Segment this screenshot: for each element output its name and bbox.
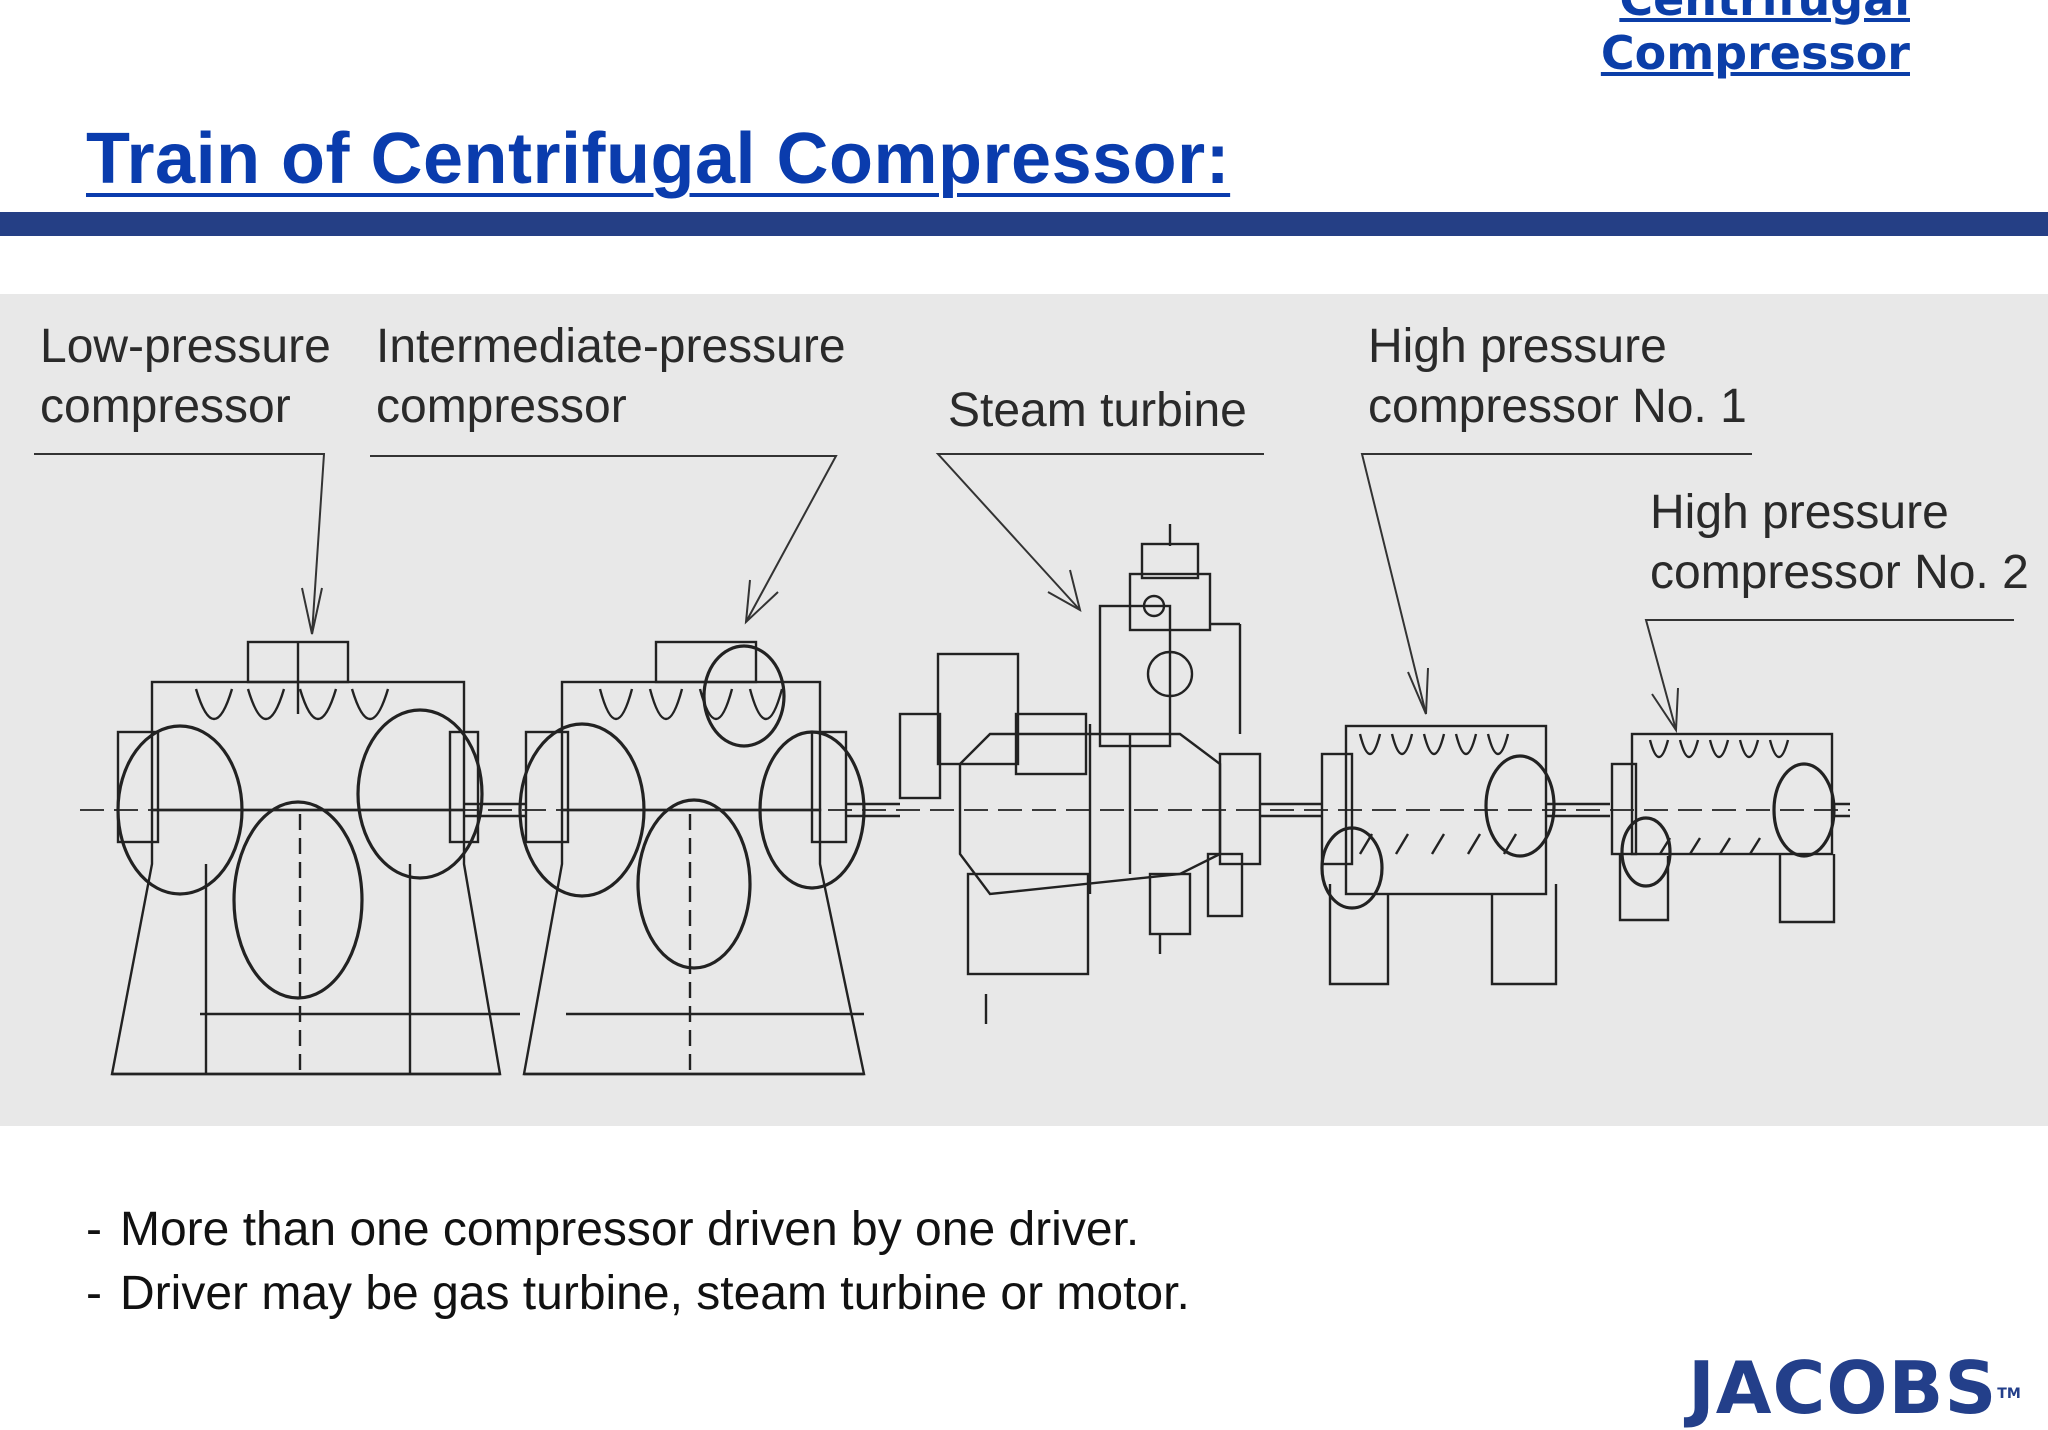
high-pressure-compressor-1-drawing xyxy=(1320,724,1610,986)
bullet-marker: - xyxy=(86,1203,102,1256)
label-leader-lines xyxy=(34,453,2014,734)
page-title: Train of Centrifugal Compressor: xyxy=(86,119,1231,199)
bullet-item: -More than one compressor driven by one … xyxy=(86,1198,1190,1262)
hp2-label-line2: compressor No. 2 xyxy=(1650,546,2029,599)
logo-trademark: TM xyxy=(1997,1386,2021,1402)
logo-text: JACOBS xyxy=(1688,1346,1998,1430)
hp1-label-line1: High pressure xyxy=(1368,320,1667,373)
lp-label-line2: compressor xyxy=(40,380,291,433)
high-pressure-compressor-2-drawing xyxy=(1610,732,1850,924)
compressor-train-drawing: Low-pressure compressor Intermediate-pre… xyxy=(34,320,2029,1076)
bullet-list: -More than one compressor driven by one … xyxy=(86,1198,1190,1326)
bullet-item: -Driver may be gas turbine, steam turbin… xyxy=(86,1262,1190,1326)
bullet-text: Driver may be gas turbine, steam turbine… xyxy=(120,1267,1190,1320)
ip-label-line1: Intermediate-pressure xyxy=(376,320,846,373)
compressor-train-diagram: Low-pressure compressor Intermediate-pre… xyxy=(0,294,2048,1126)
hp2-label-line1: High pressure xyxy=(1650,486,1949,539)
low-pressure-compressor-drawing xyxy=(110,640,520,1076)
bullet-marker: - xyxy=(86,1267,102,1320)
title-divider-bar xyxy=(0,212,2048,236)
centrifugal-compressor-link[interactable]: Centrifugal Compressor xyxy=(1560,0,1910,80)
corner-link-line1[interactable]: Centrifugal xyxy=(1560,0,1910,26)
ip-label-line2: compressor xyxy=(376,380,627,433)
corner-link-line2[interactable]: Compressor xyxy=(1600,26,1910,80)
hp1-label-line2: compressor No. 1 xyxy=(1368,380,1747,433)
steam-turbine-label: Steam turbine xyxy=(948,384,1247,437)
steam-turbine-drawing xyxy=(898,524,1262,1024)
jacobs-logo: JACOBSTM xyxy=(1688,1348,2021,1428)
intermediate-pressure-compressor-drawing xyxy=(518,640,866,1076)
lp-label-line1: Low-pressure xyxy=(40,320,331,373)
bullet-text: More than one compressor driven by one d… xyxy=(120,1203,1140,1256)
